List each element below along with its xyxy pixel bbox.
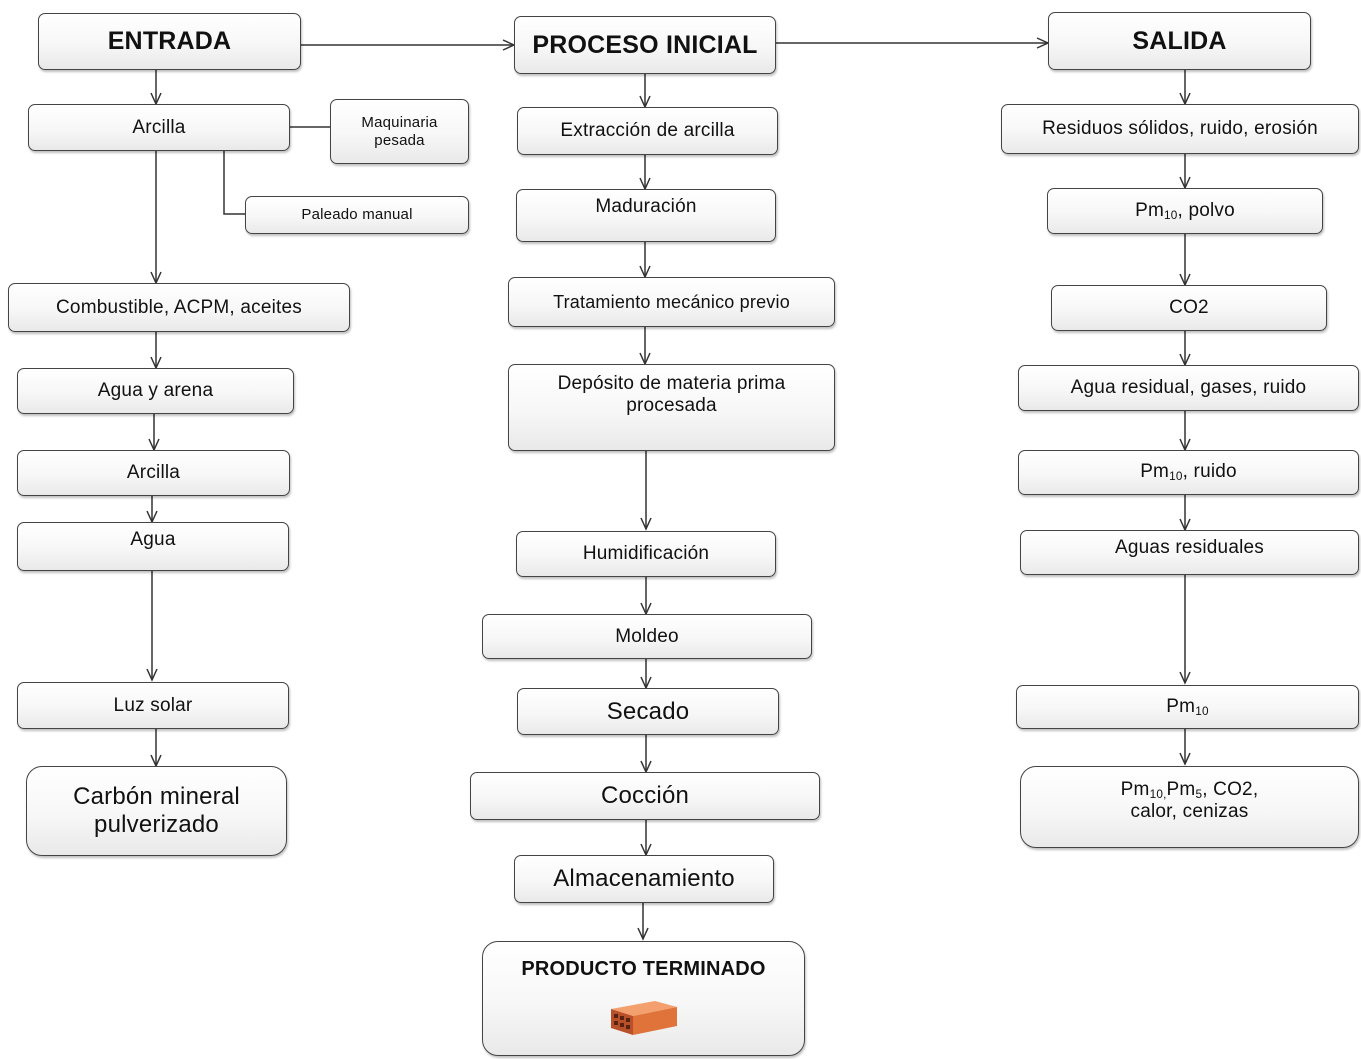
tratamiento-box: Tratamiento mecánico previo <box>508 277 835 327</box>
agua-residual-box: Agua residual, gases, ruido <box>1018 365 1359 411</box>
maquinaria-pesada-box: Maquinaria pesada <box>330 99 469 164</box>
entrada-header: ENTRADA <box>38 13 301 70</box>
proceso-header: PROCESO INICIAL <box>514 16 776 74</box>
moldeo-box: Moldeo <box>482 614 812 659</box>
brick-icon <box>610 1001 677 1035</box>
salida-header: SALIDA <box>1048 12 1311 70</box>
carbon-mineral-box: Carbón mineral pulverizado <box>26 766 287 856</box>
coccion-box: Cocción <box>470 772 820 820</box>
residuos-box: Residuos sólidos, ruido, erosión <box>1001 104 1359 154</box>
pm10-polvo-label: Pm10, polvo <box>1135 199 1235 222</box>
pm10-ruido-box: Pm10, ruido <box>1018 450 1359 495</box>
paleado-manual-box: Paleado manual <box>245 196 469 234</box>
agua-box: Agua <box>17 522 289 571</box>
deposito-box: Depósito de materia prima procesada <box>508 364 835 451</box>
pm10-ruido-label: Pm10, ruido <box>1140 461 1237 484</box>
luz-solar-box: Luz solar <box>17 682 289 729</box>
final-emisiones-box: Pm10,Pm5, CO2, calor, cenizas <box>1020 766 1359 848</box>
agua-arena-box: Agua y arena <box>17 368 294 414</box>
maduracion-box: Maduración <box>516 189 776 242</box>
extraccion-box: Extracción de arcilla <box>517 107 778 155</box>
secado-box: Secado <box>517 688 779 735</box>
entrada-arcilla-box: Arcilla <box>28 104 290 151</box>
producto-terminado-box: PRODUCTO TERMINADO <box>482 941 805 1056</box>
aguas-residuales-box: Aguas residuales <box>1020 530 1359 575</box>
pm10-polvo-box: Pm10, polvo <box>1047 188 1323 234</box>
pm10-box: Pm10 <box>1016 685 1359 729</box>
line-arcilla-paleado <box>223 151 245 215</box>
final-emisiones-label: Pm10,Pm5, CO2, calor, cenizas <box>1120 779 1259 823</box>
pm10-label: Pm10 <box>1166 695 1209 718</box>
combustible-box: Combustible, ACPM, aceites <box>8 283 350 332</box>
entrada-arcilla-2-box: Arcilla <box>17 450 290 496</box>
almacenamiento-box: Almacenamiento <box>514 855 774 903</box>
co2-box: CO2 <box>1051 285 1327 331</box>
producto-terminado-label: PRODUCTO TERMINADO <box>521 958 766 980</box>
humidificacion-box: Humidificación <box>516 531 776 577</box>
